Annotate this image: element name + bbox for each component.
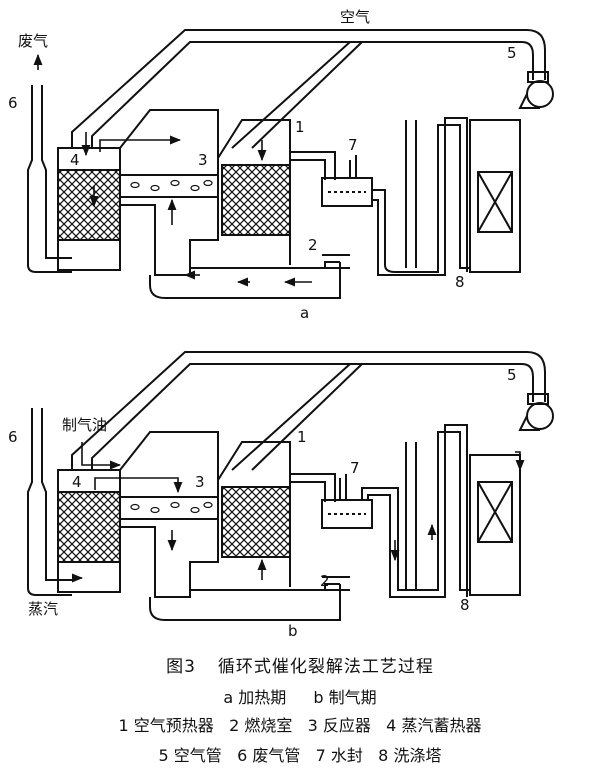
- air-fan-icon: [518, 71, 554, 109]
- diagram-b: [27, 351, 554, 621]
- diagram-b-arrows: [71, 442, 525, 583]
- num-1: 1: [297, 428, 307, 446]
- phase-a-key: a: [223, 688, 234, 707]
- num-2: 2: [308, 236, 318, 254]
- num-2: 2: [320, 572, 330, 590]
- diagram-a-bubbles: [130, 179, 213, 192]
- air-duct-inner: [91, 363, 534, 470]
- scrubber-tower: [469, 454, 521, 596]
- num-4: 4: [72, 473, 82, 491]
- reactor-body: [119, 431, 219, 598]
- label-gas-oil: 制气油: [62, 416, 107, 434]
- steam-accumulator-checker: [57, 169, 121, 241]
- num-6: 6: [8, 94, 18, 112]
- panel-label-a: a: [300, 304, 309, 322]
- phase-b: 制气期: [328, 688, 377, 707]
- num-5: 5: [507, 366, 517, 384]
- diagram-a: [27, 29, 554, 299]
- num-8: 8: [460, 596, 470, 614]
- diagram-a-arrows: [33, 53, 312, 287]
- gas-outlet: [290, 473, 336, 502]
- water-seal: [321, 177, 373, 207]
- combustion-inlet: [322, 576, 350, 591]
- exhaust-stack: [27, 408, 72, 596]
- air-fan-icon: [518, 393, 554, 431]
- air-duct-branch: [231, 41, 363, 149]
- legend-row-1: 1 空气预热器 2 燃烧室 3 反应器 4 蒸汽蓄热器: [0, 712, 600, 736]
- reactor-catalyst: [119, 174, 219, 198]
- figure-title: 循环式催化裂解法工艺过程: [217, 657, 434, 677]
- combustion-inlet: [322, 254, 350, 269]
- legend-item: 4 蒸汽蓄热器: [386, 716, 482, 735]
- label-exhaust: 废气: [18, 32, 48, 50]
- num-7: 7: [348, 136, 358, 154]
- figure-caption-phases: a 加热期 b 制气期: [0, 684, 600, 708]
- air-duct-outer: [71, 351, 546, 470]
- legend-item: 8 洗涤塔: [378, 746, 442, 765]
- legend-item: 3 反应器: [307, 716, 371, 735]
- process-diagrams: 空气 废气 1 2 3 4 5 6 7 8 a: [8, 8, 554, 640]
- legend-item: 7 水封: [315, 746, 363, 765]
- diagram-a-labels: 空气 废气 1 2 3 4 5 6 7 8 a: [8, 8, 517, 322]
- num-3: 3: [195, 473, 205, 491]
- num-8: 8: [455, 273, 465, 291]
- num-5: 5: [507, 44, 517, 62]
- gas-outlet: [290, 151, 336, 180]
- exhaust-stack: [27, 85, 72, 273]
- phase-b-key: b: [313, 688, 324, 707]
- legend-item: 5 空气管: [158, 746, 222, 765]
- num-7: 7: [350, 459, 360, 477]
- air-preheater-checker: [221, 164, 291, 236]
- diagram-b-bubbles: [130, 501, 213, 514]
- legend-item: 1 空气预热器: [118, 716, 214, 735]
- gas-pipe: [372, 117, 470, 276]
- panel-label-b: b: [288, 622, 298, 640]
- label-steam: 蒸汽: [28, 600, 58, 618]
- flue-bottom: [149, 584, 341, 621]
- phase-a: 加热期: [238, 688, 287, 707]
- num-6: 6: [8, 428, 18, 446]
- flue-bottom: [149, 262, 341, 299]
- legend-item: 6 废气管: [237, 746, 301, 765]
- num-3: 3: [198, 151, 208, 169]
- diagram-b-labels: 制气油 蒸汽 1 2 3 4 5 6 7 8 b: [8, 366, 517, 640]
- scrubber-tower: [469, 119, 521, 273]
- figure-caption-title: 图3 循环式催化裂解法工艺过程: [0, 652, 600, 677]
- num-4: 4: [70, 151, 80, 169]
- figure-number: 图3: [166, 657, 196, 677]
- legend-item: 2 燃烧室: [229, 716, 293, 735]
- num-1: 1: [295, 118, 305, 136]
- gas-pipe: [361, 424, 470, 598]
- air-duct-inner: [91, 41, 534, 148]
- reactor-body: [119, 109, 219, 276]
- legend-row-2: 5 空气管 6 废气管 7 水封 8 洗涤塔: [0, 742, 600, 766]
- air-duct-branch: [231, 363, 363, 471]
- air-duct-outer: [71, 29, 546, 148]
- label-air: 空气: [340, 8, 370, 26]
